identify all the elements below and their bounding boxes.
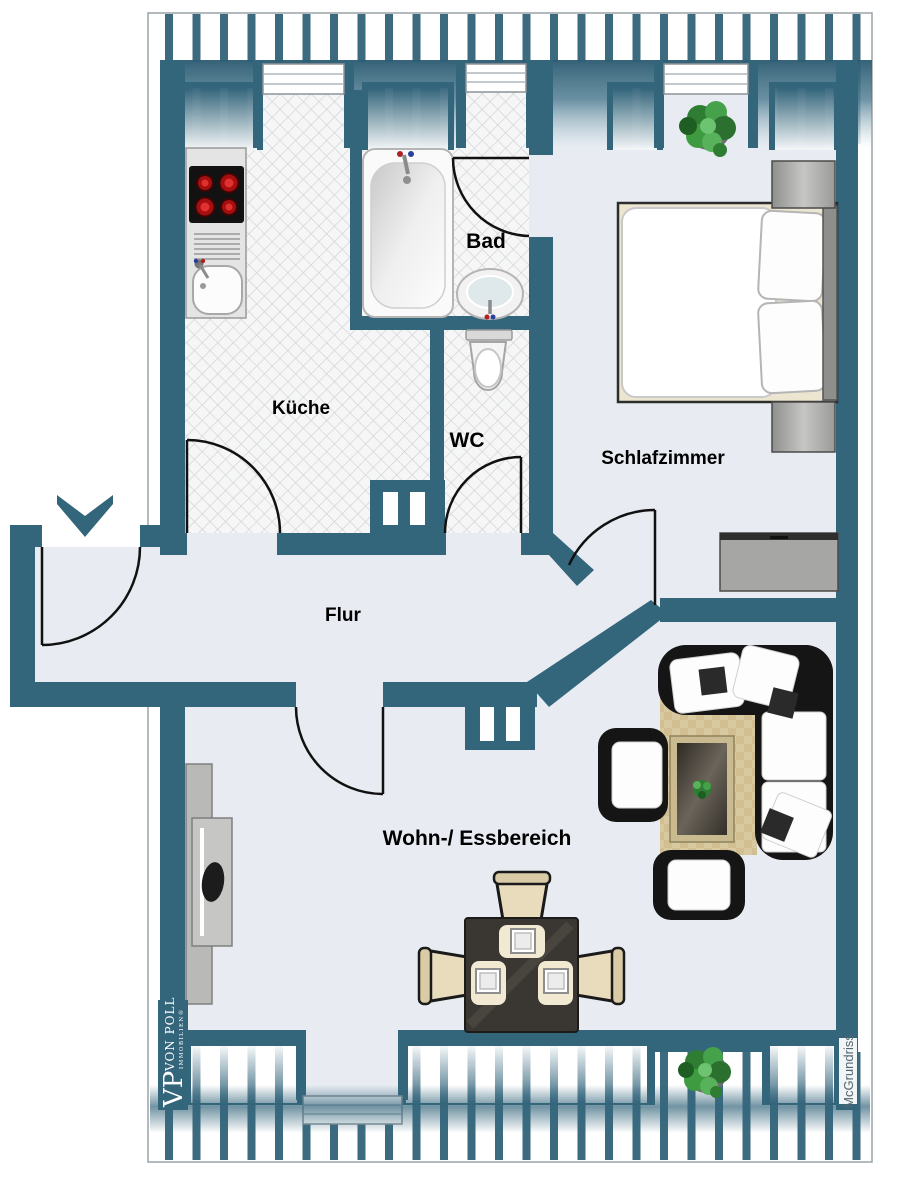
label-schlafzimmer: Schlafzimmer	[601, 448, 725, 469]
chimney-shaft	[465, 695, 535, 750]
entrance-arrow-icon	[57, 495, 113, 537]
diagonal-wall-stub	[529, 533, 594, 586]
cushion	[761, 711, 827, 781]
flur-floor	[35, 547, 665, 692]
window-schlafzimmer-left	[607, 82, 663, 150]
window-kueche	[178, 82, 263, 150]
dining-chair	[574, 946, 626, 1006]
chimney-shaft	[370, 480, 445, 533]
window-schlafzimmer-right	[769, 82, 840, 150]
nightstand	[771, 401, 836, 453]
place-setting	[538, 961, 573, 1005]
place-setting	[471, 961, 506, 1005]
dining-chair	[492, 870, 552, 922]
double-bed	[616, 201, 839, 404]
diagonal-wall	[527, 600, 668, 707]
bathtub	[362, 148, 454, 318]
kitchenette	[185, 147, 247, 319]
kueche-door	[185, 438, 282, 534]
wc-door	[443, 455, 523, 534]
sideboard	[185, 763, 233, 1005]
dresser	[719, 532, 839, 592]
armchair	[653, 850, 745, 920]
window-sill	[262, 63, 345, 95]
pillow	[757, 299, 827, 395]
schlafzimmer-door	[567, 508, 657, 605]
wohnbereich-door	[294, 706, 385, 796]
dining-set	[417, 870, 626, 1033]
headboard	[822, 205, 838, 401]
bad-door	[451, 156, 530, 238]
toilet	[465, 329, 513, 391]
armchair	[598, 728, 668, 822]
window-bad	[362, 82, 454, 150]
entrance-door	[40, 546, 142, 647]
vp-subtitle: IMMOBILIEN®	[178, 1008, 185, 1069]
nightstand	[771, 160, 836, 209]
top-windows	[178, 82, 840, 150]
label-wc: WC	[450, 429, 485, 452]
kitchen-sink	[192, 233, 243, 315]
vp-initials: VP	[159, 1071, 189, 1108]
corner-sofa	[658, 644, 833, 860]
door-swings	[40, 156, 657, 796]
place-setting	[499, 925, 545, 958]
window-sill	[465, 63, 527, 93]
watermark-text: McGrundriss	[841, 1034, 856, 1108]
tv	[201, 862, 225, 902]
von-poll-logo: VP VON POLL IMMOBILIEN®	[158, 997, 189, 1110]
walls	[10, 60, 858, 1110]
vp-name: VON POLL	[163, 997, 177, 1072]
washbasin	[456, 268, 524, 320]
roof-slope-bottom	[150, 1085, 870, 1133]
room-labels: Küche Bad WC Schlafzimmer Flur Wohn-/ Es…	[272, 230, 725, 850]
label-flur: Flur	[325, 605, 361, 626]
label-bad: Bad	[466, 230, 506, 253]
coffee-table	[669, 735, 735, 843]
pillow	[757, 209, 827, 303]
plant	[679, 101, 736, 157]
dining-chair	[417, 946, 469, 1006]
window-sill	[663, 63, 749, 95]
label-kueche: Küche	[272, 398, 330, 419]
stove	[189, 166, 244, 223]
mcgrundriss-watermark: McGrundriss	[839, 1034, 857, 1108]
label-wohn-essbereich: Wohn-/ Essbereich	[383, 827, 572, 850]
plant	[678, 1047, 731, 1098]
